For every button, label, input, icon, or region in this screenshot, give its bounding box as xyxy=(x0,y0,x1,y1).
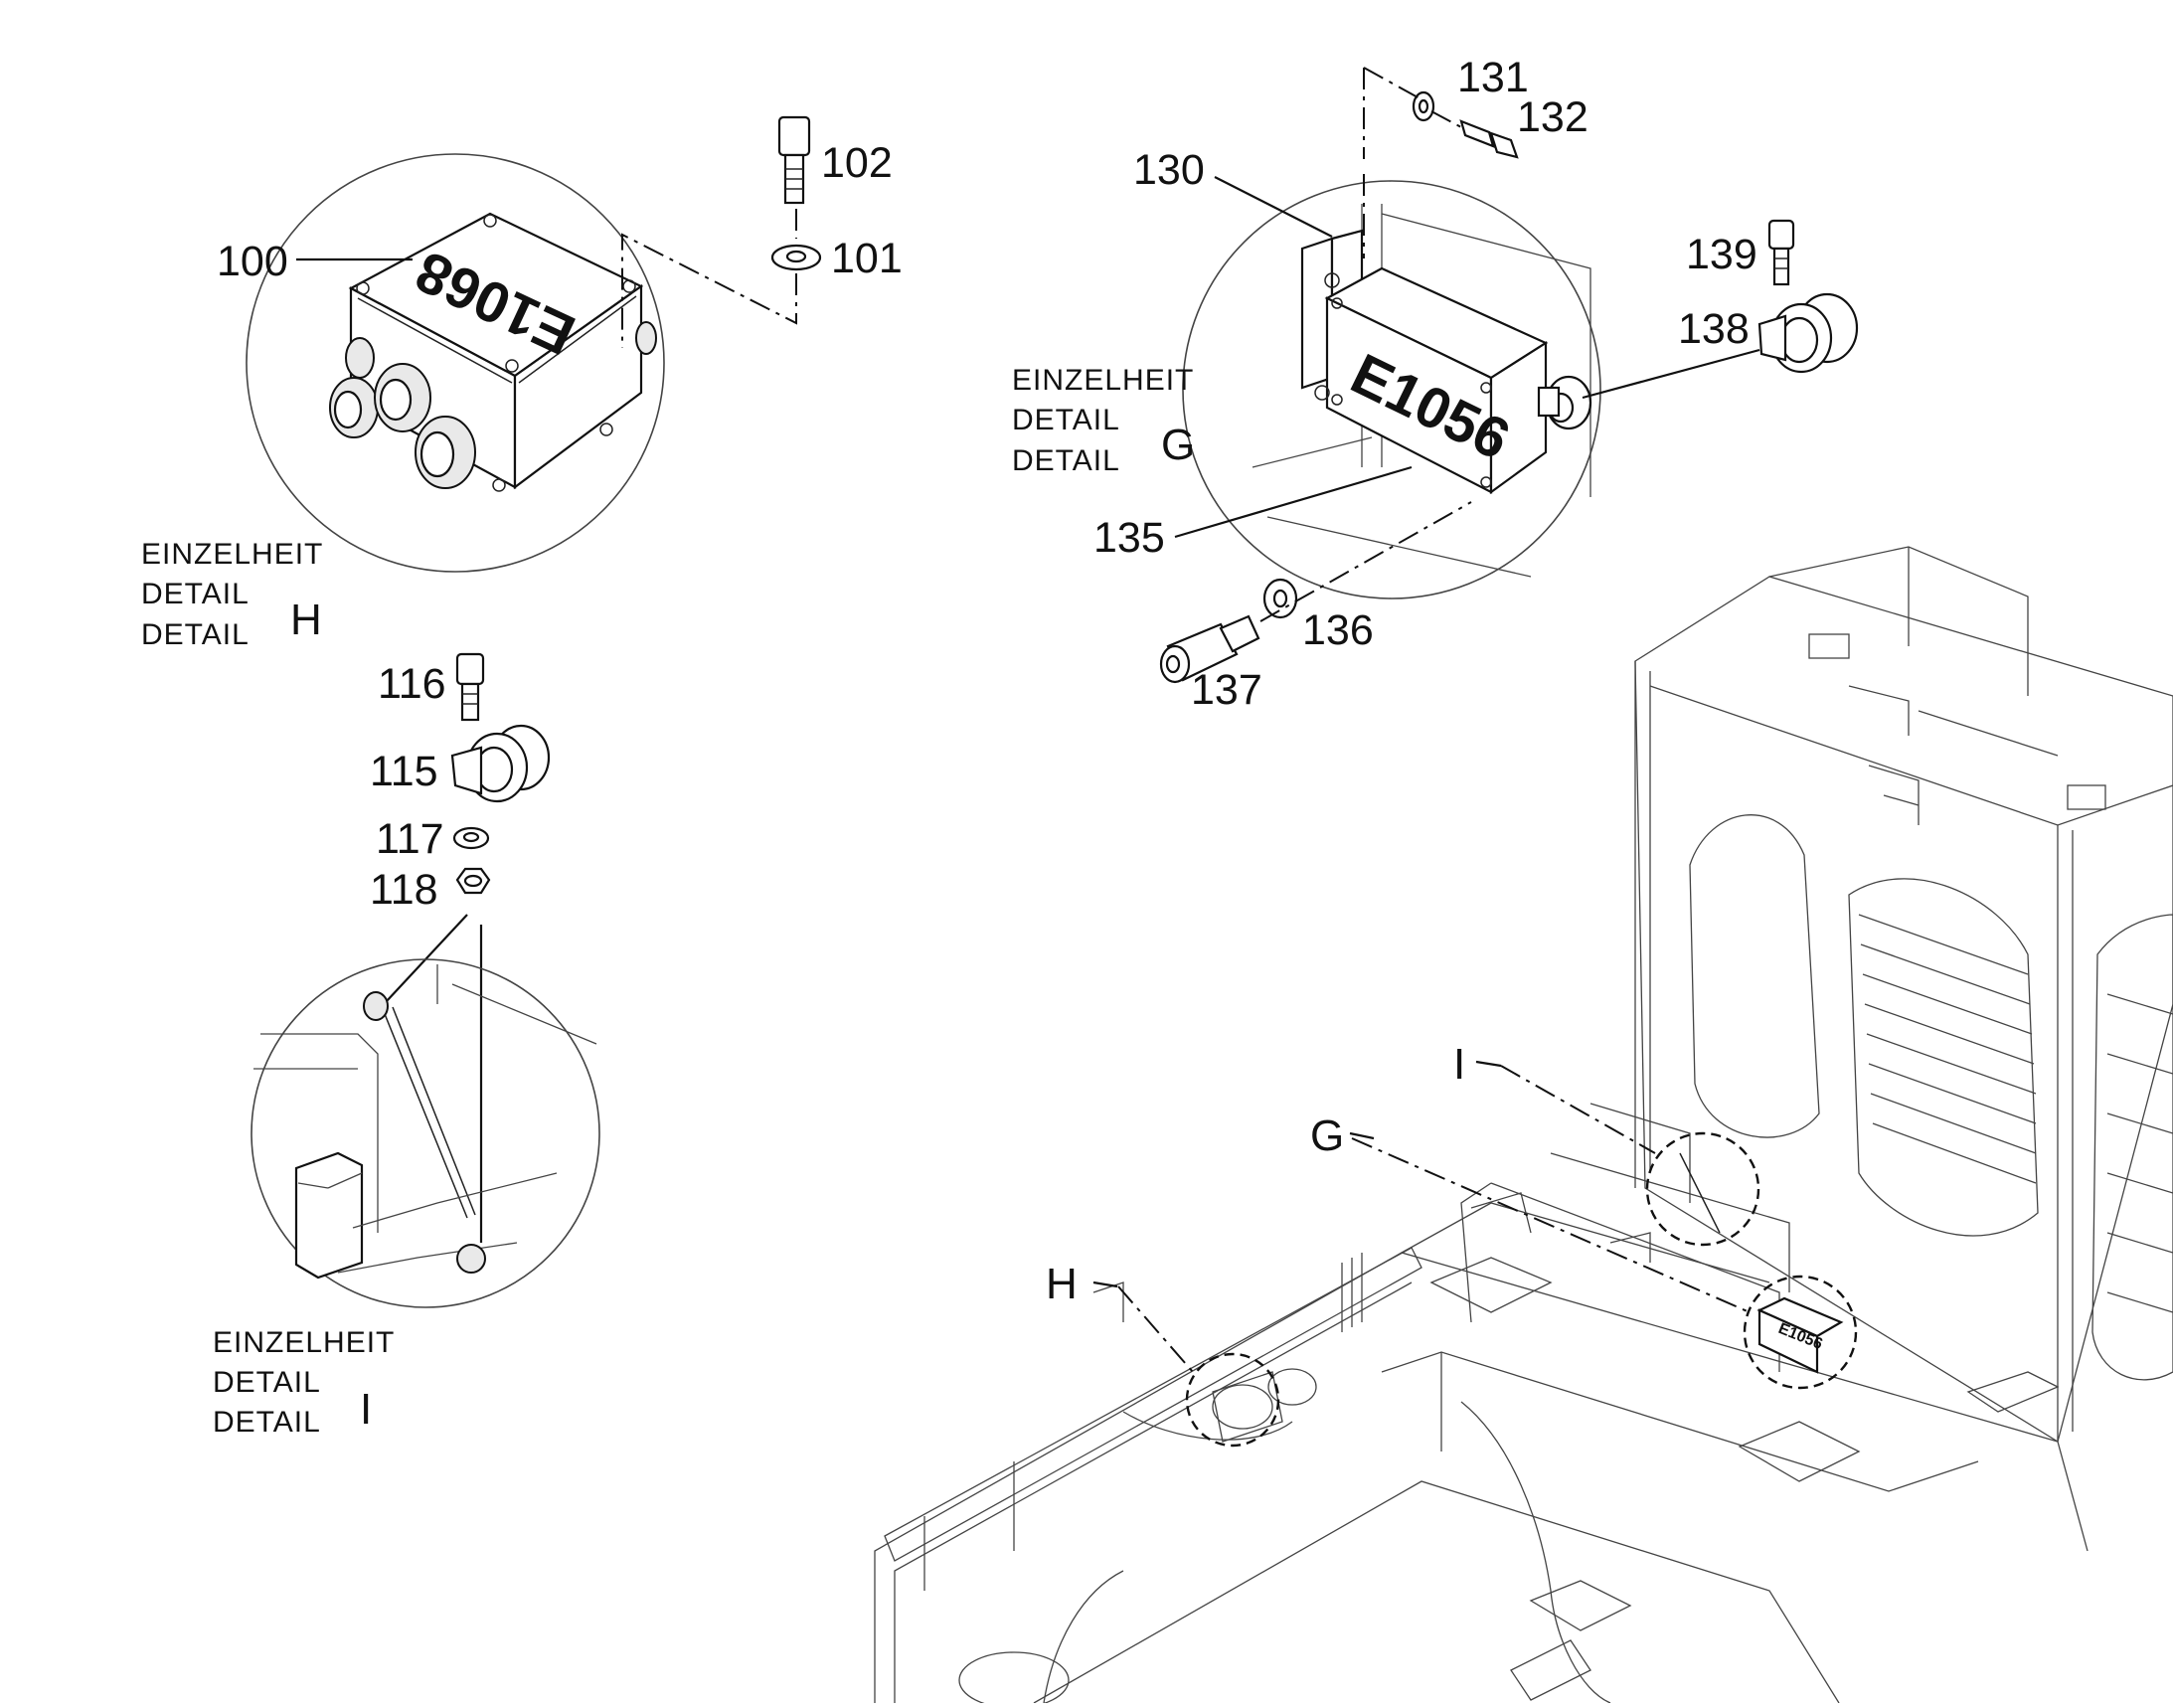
washer-136 xyxy=(1262,578,1298,619)
detail-h-letter: H xyxy=(290,596,322,644)
screw-116 xyxy=(455,652,485,722)
callout-131: 131 xyxy=(1457,54,1529,101)
svg-text:EINZELHEIT: EINZELHEIT xyxy=(213,1326,395,1359)
washer-117 xyxy=(452,826,490,850)
overview-marker-g: G xyxy=(1310,1111,1344,1160)
bolt-102 xyxy=(777,115,811,205)
callout-116: 116 xyxy=(378,660,446,708)
washer-101 xyxy=(770,244,822,271)
screw-139 xyxy=(1767,219,1795,286)
detail-i-letter: I xyxy=(360,1385,372,1434)
machine-frame-overview xyxy=(874,546,2173,1708)
detail-h-view: E1068 xyxy=(246,153,665,573)
bolt-132 xyxy=(1459,119,1519,159)
clamp-138 xyxy=(1757,292,1859,374)
overview-detail-h: H xyxy=(1046,1260,1280,1448)
svg-text:DETAIL: DETAIL xyxy=(141,578,250,610)
svg-text:DETAIL: DETAIL xyxy=(141,618,250,651)
svg-text:DETAIL: DETAIL xyxy=(1012,404,1120,436)
overview-detail-g: E1056 G xyxy=(1310,1111,1858,1390)
svg-text:EINZELHEIT: EINZELHEIT xyxy=(1012,364,1194,397)
overview-marker-h: H xyxy=(1046,1260,1078,1308)
callout-117: 117 xyxy=(376,815,444,863)
nut-118 xyxy=(455,867,491,895)
callout-100: 100 xyxy=(217,238,288,285)
washer-131 xyxy=(1412,90,1435,122)
detail-i-view xyxy=(251,958,600,1308)
detail-g-letter: G xyxy=(1161,421,1195,469)
callout-137: 137 xyxy=(1191,666,1262,714)
detail-g-caption: EINZELHEIT DETAIL DETAIL G xyxy=(1012,364,1195,477)
detail-i-caption: EINZELHEIT DETAIL DETAIL I xyxy=(213,1326,395,1439)
svg-text:DETAIL: DETAIL xyxy=(1012,444,1120,477)
callout-132: 132 xyxy=(1517,93,1588,141)
callout-139: 139 xyxy=(1686,231,1757,278)
detail-g-view: E1056 xyxy=(1182,180,1601,599)
callout-115: 115 xyxy=(370,748,438,795)
svg-text:EINZELHEIT: EINZELHEIT xyxy=(141,538,323,571)
callout-102: 102 xyxy=(821,139,893,187)
callout-136: 136 xyxy=(1302,606,1374,654)
svg-text:DETAIL: DETAIL xyxy=(213,1406,321,1439)
screw-137 xyxy=(1159,614,1260,684)
callout-138: 138 xyxy=(1678,305,1750,353)
clamp-115 xyxy=(450,724,551,803)
svg-text:DETAIL: DETAIL xyxy=(213,1366,321,1399)
cable-gland-group xyxy=(329,321,657,489)
overview-detail-i: I xyxy=(1453,1040,1760,1247)
callout-135: 135 xyxy=(1093,514,1165,562)
detail-h-caption: EINZELHEIT DETAIL DETAIL H xyxy=(141,538,323,651)
callout-118: 118 xyxy=(370,866,438,914)
callout-130: 130 xyxy=(1133,146,1205,194)
overview-marker-i: I xyxy=(1453,1040,1465,1089)
radiator-fins xyxy=(1858,914,2173,1313)
callout-101: 101 xyxy=(831,235,903,282)
